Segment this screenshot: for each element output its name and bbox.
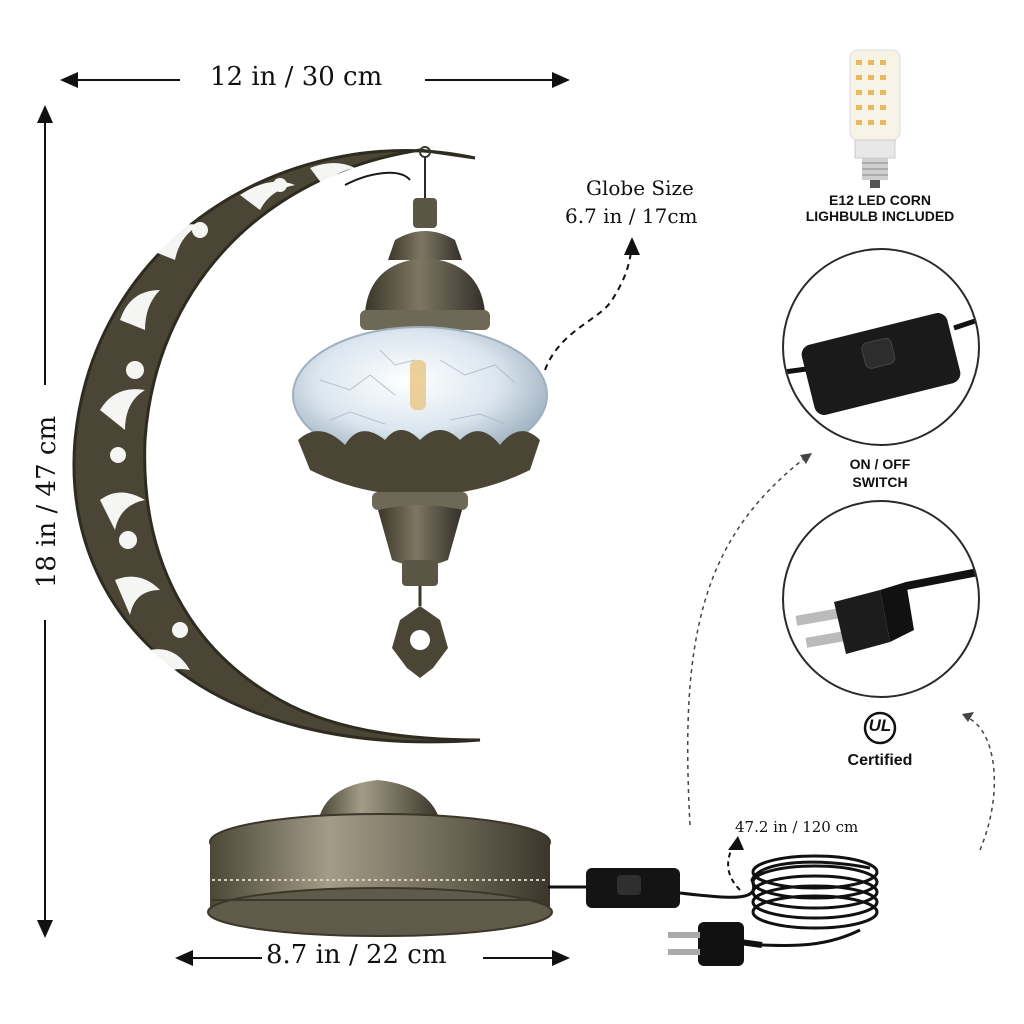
bulb-caption-line2: LIGHBULB INCLUDED xyxy=(805,208,955,224)
switch-icon xyxy=(784,313,978,415)
switch-detail-circle xyxy=(782,248,980,446)
ul-logo-icon xyxy=(863,711,897,745)
globe-size-title: Globe Size xyxy=(586,176,694,200)
power-cord xyxy=(548,854,879,966)
width-label: 12 in / 30 cm xyxy=(210,62,383,92)
cord-length-label: 47.2 in / 120 cm xyxy=(735,818,859,836)
height-label: 18 in / 47 cm xyxy=(32,415,62,589)
ul-mark-text: UL xyxy=(868,716,892,735)
switch-caption-line2: SWITCH xyxy=(852,474,908,490)
led-bulb-icon xyxy=(849,49,901,188)
bulb-caption-line1: E12 LED CORN xyxy=(829,192,931,208)
plug-icon xyxy=(795,568,978,654)
base-dimension-line xyxy=(175,950,570,966)
lamp-base xyxy=(207,780,553,937)
height-dimension-line xyxy=(37,105,53,938)
base-width-label: 8.7 in / 22 cm xyxy=(266,940,447,970)
hanging-globe xyxy=(292,198,548,678)
certified-label: Certified xyxy=(847,752,913,769)
globe-size-arrowhead xyxy=(624,237,640,255)
crescent-moon-frame xyxy=(72,146,481,744)
globe-size-value: 6.7 in / 17cm xyxy=(565,204,698,228)
plug-detail-circle xyxy=(782,500,980,698)
width-dimension-line xyxy=(60,72,570,88)
switch-caption-line1: ON / OFF xyxy=(849,456,911,472)
